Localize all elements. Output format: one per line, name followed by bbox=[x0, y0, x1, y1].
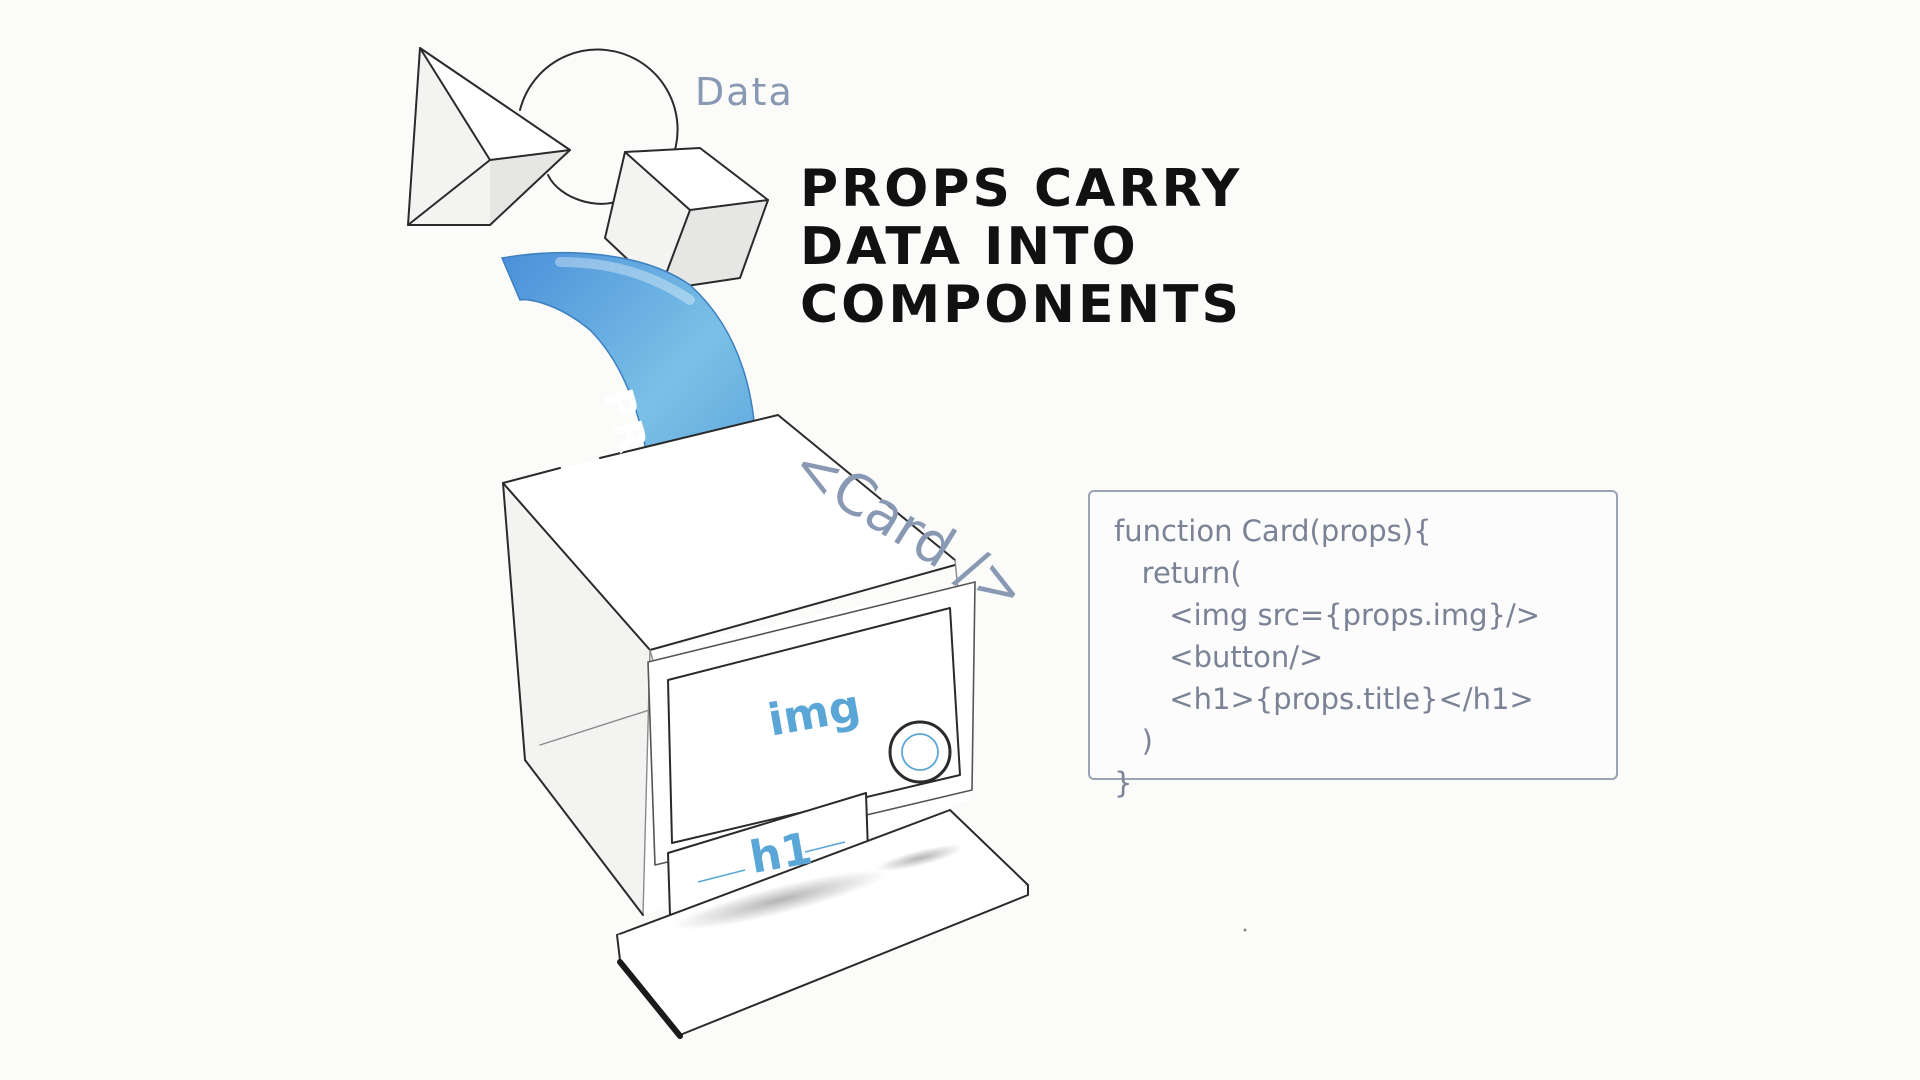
code-line: } bbox=[1114, 766, 1133, 800]
code-line: function Card(props){ bbox=[1114, 514, 1432, 548]
headline-line-1: Props carry bbox=[800, 159, 1243, 219]
image-slot bbox=[667, 607, 961, 844]
headline-line-2: data into bbox=[800, 217, 1139, 277]
code-line: <img src={props.img}/> bbox=[1114, 598, 1541, 632]
data-label: Data bbox=[695, 70, 794, 114]
headline-line-3: components bbox=[800, 275, 1242, 335]
code-line: <h1>{props.title}</h1> bbox=[1114, 682, 1534, 716]
heading-slot-label: h1 bbox=[746, 823, 816, 884]
diagram-headline: Props carry data into components bbox=[800, 160, 1242, 334]
code-line: ) bbox=[1114, 724, 1153, 758]
code-snippet-box: function Card(props){ return( <img src={… bbox=[1088, 490, 1618, 800]
data-circle-shape-lower bbox=[547, 174, 621, 205]
data-pyramid-shape bbox=[407, 47, 571, 226]
data-cube-shape bbox=[604, 147, 769, 291]
code-line: <button/> bbox=[1114, 640, 1324, 674]
code-line: return( bbox=[1114, 556, 1242, 590]
card-component-box bbox=[502, 414, 1029, 1039]
